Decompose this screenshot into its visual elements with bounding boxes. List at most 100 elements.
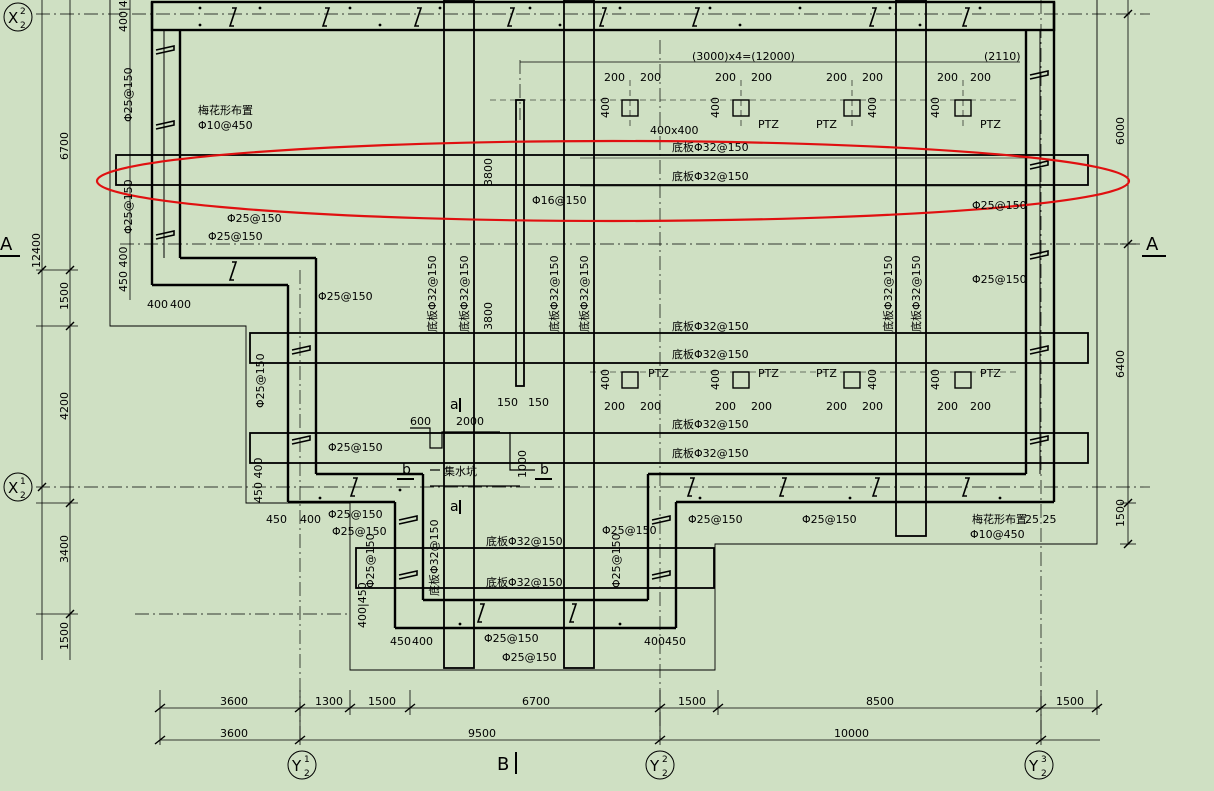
svg-text:底板Φ32@150: 底板Φ32@150	[672, 169, 749, 183]
svg-text:150: 150	[497, 396, 518, 409]
dim-bottom-1500-a: 1500	[368, 695, 396, 708]
dim-right-6400: 6400	[1114, 350, 1127, 378]
grid-bubble-y2: Y 2 2	[649, 755, 668, 779]
dimension-lines	[36, 0, 1136, 745]
section-mark-b-small-left: b	[402, 462, 411, 478]
svg-text:400: 400	[300, 513, 321, 526]
svg-text:底板Φ32@150: 底板Φ32@150	[486, 575, 563, 589]
svg-text:200: 200	[862, 400, 883, 413]
svg-text:底板Φ32@150: 底板Φ32@150	[427, 519, 441, 596]
svg-text:400: 400	[170, 298, 191, 311]
grid-bubble-x2: X 2 2	[8, 7, 26, 31]
svg-text:PTZ: PTZ	[816, 367, 837, 380]
svg-text:PTZ: PTZ	[758, 367, 779, 380]
svg-text:200: 200	[970, 400, 991, 413]
dim-bottom-1500-b: 1500	[678, 695, 706, 708]
svg-text:Φ25@150: Φ25@150	[972, 199, 1027, 212]
svg-text:200: 200	[937, 400, 958, 413]
svg-text:Y: Y	[291, 757, 302, 775]
dim-right-6000: 6000	[1114, 117, 1127, 145]
svg-text:Φ25@150: Φ25@150	[254, 353, 267, 408]
svg-text:Φ25@150: Φ25@150	[328, 441, 383, 454]
svg-text:底板Φ32@150: 底板Φ32@150	[577, 255, 591, 332]
dim-left-1500-b: 1500	[58, 622, 71, 650]
svg-text:3: 3	[1041, 755, 1047, 765]
grid-bubble-y1: Y 1 2	[291, 755, 310, 779]
svg-text:底板Φ32@150: 底板Φ32@150	[672, 347, 749, 361]
svg-text:底板Φ32@150: 底板Φ32@150	[425, 255, 439, 332]
misc-dimension-labels: 3800 3800 2000 600 1000 集水坑 400 400 450 …	[147, 158, 686, 648]
svg-text:2: 2	[662, 769, 668, 779]
horizontal-rebar-strips	[115, 154, 1089, 589]
svg-text:1: 1	[304, 755, 310, 765]
svg-text:Φ25@150: Φ25@150	[122, 67, 135, 122]
rebar-dots	[198, 6, 1002, 626]
section-mark-a-small-top: a	[450, 397, 459, 413]
svg-text:400: 400	[866, 369, 879, 390]
section-mark-b-small-right: b	[540, 462, 549, 478]
highlight-ellipse	[95, 139, 1131, 223]
dim-left-1500-a: 1500	[58, 282, 71, 310]
walls	[150, 0, 1056, 630]
svg-text:400: 400	[412, 635, 433, 648]
dim-bottom-6700: 6700	[522, 695, 550, 708]
dim-bottom-1500-c: 1500	[1056, 695, 1084, 708]
svg-text:200: 200	[826, 71, 847, 84]
svg-text:200: 200	[604, 400, 625, 413]
svg-text:Y: Y	[649, 757, 660, 775]
svg-text:600: 600	[410, 415, 431, 428]
sump-pit	[410, 427, 535, 487]
svg-text:1000: 1000	[516, 450, 529, 478]
rebar-labels: 梅花形布置 Φ10@450 Φ25@150 Φ25@150 Φ25@150 Φ2…	[122, 67, 1057, 664]
dim-top-last: (2110)	[984, 50, 1021, 63]
svg-text:Φ25@150: Φ25@150	[484, 632, 539, 645]
svg-text:400: 400	[709, 369, 722, 390]
svg-text:200: 200	[751, 71, 772, 84]
svg-text:200: 200	[862, 71, 883, 84]
svg-text:Φ25@150: Φ25@150	[122, 179, 135, 234]
dim-bottom2-10000: 10000	[834, 727, 869, 740]
svg-text:Φ25@150: Φ25@150	[208, 230, 263, 243]
dim-left-12400: 12400	[30, 233, 43, 268]
svg-text:2: 2	[1041, 769, 1047, 779]
dim-left-4200: 4200	[58, 392, 71, 420]
dim-left-400-450: 400|450	[117, 0, 130, 32]
svg-text:梅花形布置: 梅花形布置	[198, 103, 253, 117]
center-lines	[36, 0, 1150, 740]
svg-text:200: 200	[640, 400, 661, 413]
svg-text:底板Φ32@150: 底板Φ32@150	[672, 417, 749, 431]
svg-text:450: 450	[390, 635, 411, 648]
svg-text:Φ25@150: Φ25@150	[610, 533, 623, 588]
svg-text:底板Φ32@150: 底板Φ32@150	[486, 534, 563, 548]
section-mark-a-left: A	[0, 234, 13, 255]
svg-text:Φ10@450: Φ10@450	[198, 119, 253, 132]
dim-bottom2-9500: 9500	[468, 727, 496, 740]
bottom-slab-labels: 底板Φ32@150 底板Φ32@150 底板Φ32@150 底板Φ32@150 …	[425, 140, 923, 596]
svg-text:2: 2	[662, 755, 668, 765]
svg-text:Φ25@150: Φ25@150	[688, 513, 743, 526]
svg-text:2: 2	[20, 21, 26, 31]
svg-text:Φ16@150: Φ16@150	[532, 194, 587, 207]
svg-text:Φ25@150: Φ25@150	[972, 273, 1027, 286]
svg-text:Φ25@150: Φ25@150	[328, 508, 383, 521]
svg-text:200: 200	[826, 400, 847, 413]
svg-text:450: 450	[665, 635, 686, 648]
svg-text:2: 2	[20, 491, 26, 501]
svg-text:1: 1	[20, 477, 26, 487]
svg-text:X: X	[8, 9, 18, 27]
svg-text:PTZ: PTZ	[816, 118, 837, 131]
dim-left-6700: 6700	[58, 132, 71, 160]
svg-text:400: 400	[866, 97, 879, 118]
svg-text:150: 150	[528, 396, 549, 409]
svg-text:200: 200	[604, 71, 625, 84]
svg-text:PTZ: PTZ	[758, 118, 779, 131]
dim-bottom-8500: 8500	[866, 695, 894, 708]
grid-bubble-x1: X 1 2	[8, 477, 26, 501]
svg-text:200: 200	[715, 71, 736, 84]
svg-text:Φ25@150: Φ25@150	[318, 290, 373, 303]
svg-text:400: 400	[929, 369, 942, 390]
grid-bubble-y3: Y 3 2	[1028, 755, 1047, 779]
svg-text:400: 400	[599, 369, 612, 390]
